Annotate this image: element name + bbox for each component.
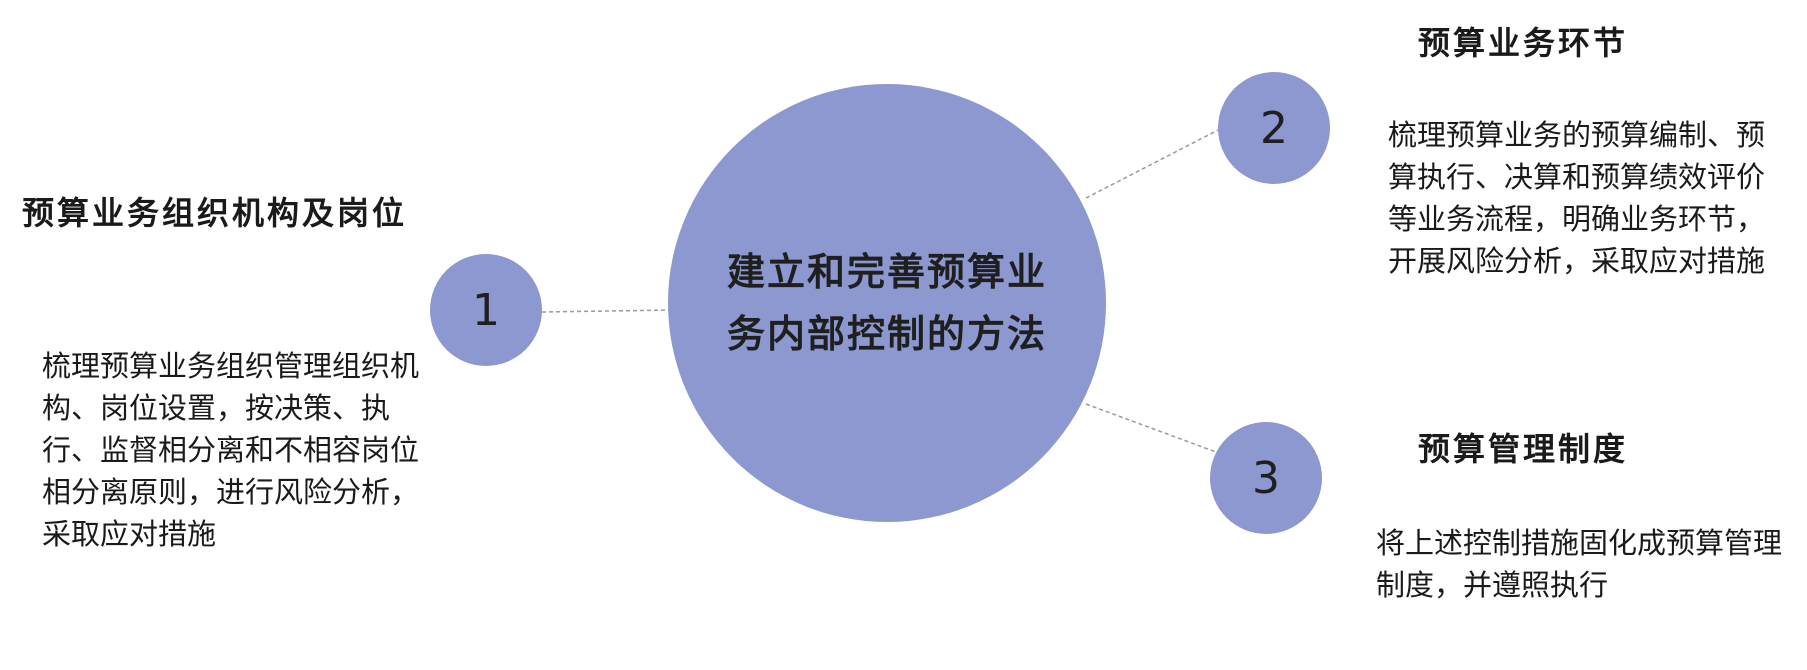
item-1-description: 梳理预算业务组织管理组织机构、岗位设置，按决策、执行、监督相分离和不相容岗位相分…	[42, 349, 420, 551]
number-circle-1: 1	[430, 254, 542, 366]
item-2-description: 梳理预算业务的预算编制、预算执行、决算和预算绩效评价等业务流程，明确业务环节，开…	[1388, 118, 1766, 278]
center-circle: 建立和完善预算业务内部控制的方法	[668, 84, 1106, 522]
number-1: 1	[472, 284, 500, 336]
number-2: 2	[1260, 102, 1288, 154]
number-circle-2: 2	[1218, 72, 1330, 184]
item-3-heading: 预算管理制度	[1418, 430, 1629, 468]
connector-2	[1085, 127, 1223, 199]
item-3-description: 将上述控制措施固化成预算管理制度，并遵照执行	[1376, 526, 1783, 602]
connector-1	[541, 309, 675, 313]
center-title: 建立和完善预算业务内部控制的方法	[726, 250, 1047, 356]
number-circle-3: 3	[1210, 422, 1322, 534]
item-2-heading: 预算业务环节	[1418, 24, 1629, 62]
connector-3	[1085, 403, 1217, 453]
item-1-heading: 预算业务组织机构及岗位	[22, 194, 408, 232]
number-3: 3	[1252, 452, 1280, 504]
